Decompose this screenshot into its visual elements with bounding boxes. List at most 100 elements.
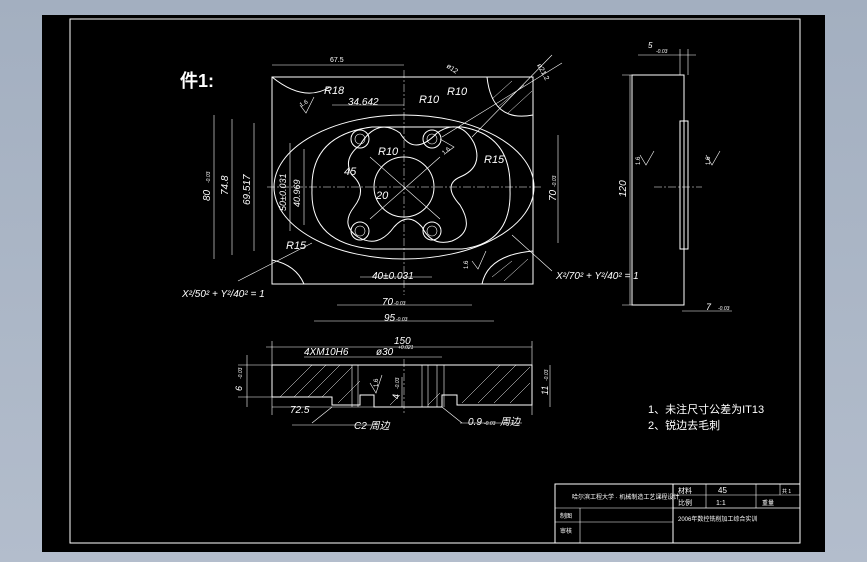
- technical-notes: 1、未注尺寸公差为IT13 2、锐边去毛刺: [648, 402, 764, 432]
- plate-outline: [271, 76, 534, 285]
- dim-67-5: 67.5: [330, 57, 344, 64]
- dim-40-031: 40±0.031: [372, 271, 414, 282]
- svg-text:1.6: 1.6: [374, 378, 380, 387]
- dim-r18: R18: [324, 85, 345, 97]
- dim-20: 20: [375, 190, 389, 202]
- section-view: 150 4XM10H6 ø30 +0.021 1.6: [234, 336, 551, 432]
- section-hatch: [279, 364, 531, 406]
- dim-0-9: 0.9: [468, 417, 482, 428]
- dim-95-tol: -0.03: [396, 317, 408, 323]
- dim-4: 4: [391, 394, 401, 399]
- note-1: 1、未注尺寸公差为IT13: [648, 402, 764, 416]
- corner-cut-tl: [271, 76, 331, 94]
- roughness-mark-2: 1.6: [439, 138, 455, 157]
- dim-r10-b: R10: [447, 86, 468, 98]
- hole-tl-inner: [354, 133, 366, 145]
- dim-phi-12: ø12: [445, 63, 459, 76]
- dim-7-tol: -0.03: [718, 306, 730, 312]
- dim-70-right-tol: -0.03: [552, 175, 558, 187]
- material-label: 材料: [678, 486, 692, 495]
- dim-70-tol: -0.03: [394, 301, 406, 307]
- dim-7: 7: [706, 302, 712, 312]
- dim-70: 70: [382, 297, 394, 308]
- svg-text:1.6: 1.6: [441, 146, 452, 156]
- hole-br-inner: [426, 225, 438, 237]
- hole-bl-inner: [354, 225, 366, 237]
- dim-80-tol: -0.03: [206, 171, 212, 183]
- thread-label: 4XM10H6: [304, 347, 349, 358]
- scale-label: 比例: [678, 498, 692, 507]
- roughness-mark-1: 1.6: [299, 96, 315, 114]
- note-2: 2、锐边去毛刺: [648, 418, 720, 432]
- svg-text:1.6: 1.6: [706, 156, 712, 165]
- dim-11-tol: -0.03: [544, 369, 550, 381]
- roughness-mark-3: 1.6: [464, 250, 487, 270]
- sheet-count: 共 1: [782, 488, 791, 495]
- weight-label: 重量: [762, 499, 774, 507]
- dim-70-right: 70: [548, 189, 559, 201]
- checked-label: 审核: [560, 527, 572, 535]
- dim-45: 45: [344, 166, 357, 178]
- pocket-outline: [311, 126, 511, 250]
- corner-cut-br: [481, 250, 534, 285]
- dim-6-tol: -0.03: [238, 367, 244, 379]
- side-roughness-2: [705, 150, 721, 166]
- drawing-title: 2006年数控铣削加工综合实训: [678, 515, 757, 523]
- dim-5: 5: [648, 41, 653, 50]
- top-view-dimensions: 67.5 R18 34.642 R10 R10 R10 R15 R15 45 2…: [180, 54, 639, 324]
- cam-boss: [347, 126, 478, 243]
- drawn-label: 制图: [560, 512, 572, 520]
- engineering-drawing: 67.5 R18 34.642 R10 R10 R10 R15 R15 45 2…: [69, 18, 801, 544]
- course-name: 哈尔滨工程大学 · 机械制造工艺课程设计: [572, 493, 679, 501]
- dim-74-8: 74.8: [220, 175, 231, 195]
- part-label: 件1:: [180, 70, 214, 91]
- drawing-frame: [69, 18, 801, 544]
- drawing-sheet: 67.5 R18 34.642 R10 R10 R10 R15 R15 45 2…: [42, 15, 825, 552]
- hole-tl: [350, 129, 370, 149]
- dim-80: 80: [202, 189, 213, 201]
- corner-cut-bl: [271, 259, 305, 285]
- svg-text:1.6: 1.6: [464, 260, 470, 269]
- side-roughness-1: [639, 150, 655, 166]
- corner-cut-tr: [486, 76, 534, 117]
- section-roughness: [369, 374, 383, 394]
- title-block: 哈尔滨工程大学 · 机械制造工艺课程设计 材料 45 共 1 比例 1:1 重量…: [554, 483, 801, 544]
- dim-6: 6: [234, 386, 244, 391]
- dim-40-969: 40.969: [292, 179, 302, 207]
- side-view: 120 5 -0.03 7 -0.03 1.6 1.6: [618, 41, 732, 312]
- ellipse-eq-right: X²/70² + Y²/40² = 1: [555, 271, 639, 282]
- hole-bl: [350, 221, 370, 241]
- dim-120: 120: [618, 180, 629, 197]
- dim-phi-21-2: ø21.2: [535, 63, 550, 82]
- side-boss: [679, 120, 689, 250]
- top-view: [267, 70, 542, 295]
- scale-value: 1:1: [716, 500, 726, 507]
- svg-text:1.6: 1.6: [299, 99, 310, 109]
- ellipse-eq-left: X²/50² + Y²/40² = 1: [181, 289, 265, 300]
- dim-150: 150: [394, 336, 411, 347]
- svg-text:1.6: 1.6: [636, 156, 642, 165]
- dim-50-031: 50±0.031: [278, 174, 288, 211]
- dim-0-9-suffix: 周边: [500, 416, 521, 428]
- dim-95: 95: [384, 313, 396, 324]
- bore-tol: +0.021: [398, 345, 414, 351]
- hole-tr-inner: [426, 133, 438, 145]
- dim-r10-a: R10: [419, 94, 440, 106]
- dim-4-tol: -0.03: [395, 377, 401, 389]
- dim-69-517: 69.517: [242, 174, 253, 205]
- hole-tr: [422, 129, 442, 149]
- material-value: 45: [718, 486, 727, 495]
- bore-label: ø30: [376, 347, 394, 358]
- dim-r15-a: R15: [484, 154, 505, 166]
- side-plate: [631, 74, 685, 306]
- dim-r10-c: R10: [378, 146, 399, 158]
- dim-11: 11: [540, 386, 550, 395]
- dim-5-tol: -0.03: [656, 49, 668, 55]
- dim-r15-b: R15: [286, 240, 307, 252]
- dim-34-642: 34.642: [348, 97, 379, 108]
- dim-72-5: 72.5: [290, 405, 310, 416]
- chamfer-label: C2 周边: [354, 420, 391, 432]
- hole-br: [422, 221, 442, 241]
- dim-0-9-tol: -0.03: [484, 421, 496, 427]
